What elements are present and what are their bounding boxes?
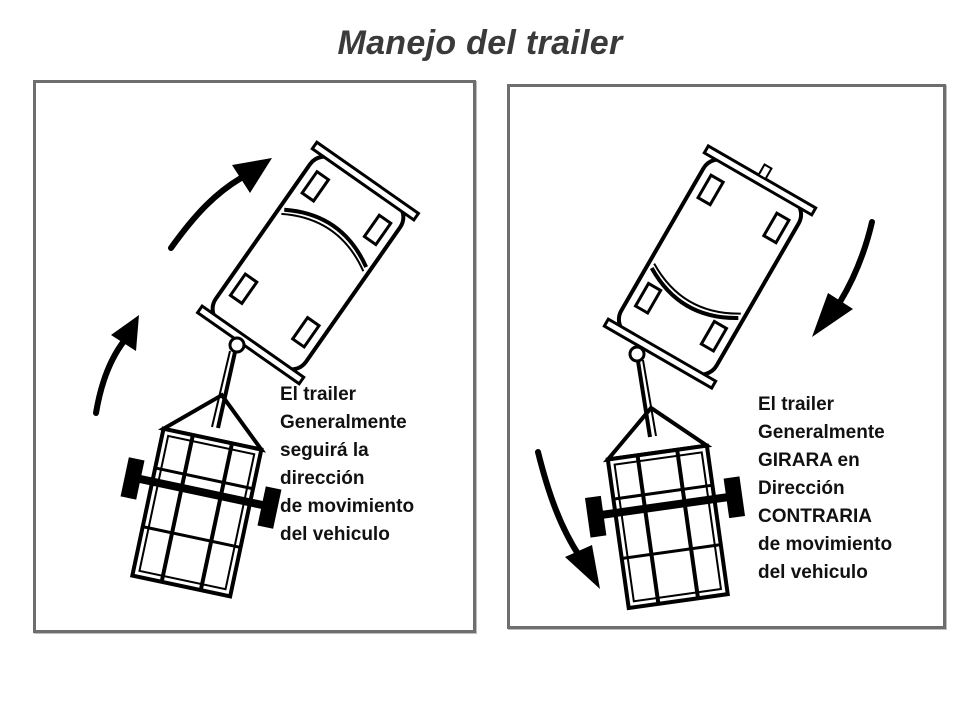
reverse-arrow-lower xyxy=(535,449,600,589)
car-top-view xyxy=(195,140,421,386)
caption-line: Dirección xyxy=(758,478,845,499)
hitch xyxy=(211,336,246,429)
caption-line: del vehiculo xyxy=(758,562,868,583)
forward-arrow-upper xyxy=(168,158,272,251)
caption-line: El trailer xyxy=(280,384,357,405)
diagram-panel-opposite: El trailer Generalmente GIRARA en Direcc… xyxy=(507,84,946,629)
caption-line: El trailer xyxy=(758,394,835,415)
trailer-top-view xyxy=(120,392,282,599)
follow-caption: El trailer Generalmente seguirá la direc… xyxy=(280,381,414,549)
caption-line: del vehiculo xyxy=(280,524,390,545)
opposite-caption: El trailer Generalmente GIRARA en Direcc… xyxy=(754,391,899,593)
hitch xyxy=(628,345,657,438)
opposite-illustration xyxy=(535,143,875,611)
follow-illustration xyxy=(93,140,421,599)
caption-line: GIRARA en xyxy=(758,450,860,471)
caption-line: seguirá la xyxy=(280,440,369,461)
diagram-panel-follow: El trailer Generalmente seguirá la direc… xyxy=(33,80,476,633)
caption-line: CONTRARIA xyxy=(758,506,872,527)
caption-line: dirección xyxy=(280,468,365,489)
car-top-view xyxy=(602,143,818,391)
trailer-top-view xyxy=(584,405,746,611)
caption-line: de movimiento xyxy=(758,534,893,555)
caption-line: Generalmente xyxy=(280,412,407,433)
caption-line: Generalmente xyxy=(758,422,885,443)
page-title: Manejo del trailer xyxy=(337,24,623,62)
caption-line: de movimiento xyxy=(280,496,415,517)
reverse-arrow-upper xyxy=(812,219,875,337)
forward-arrow-lower xyxy=(93,315,139,416)
